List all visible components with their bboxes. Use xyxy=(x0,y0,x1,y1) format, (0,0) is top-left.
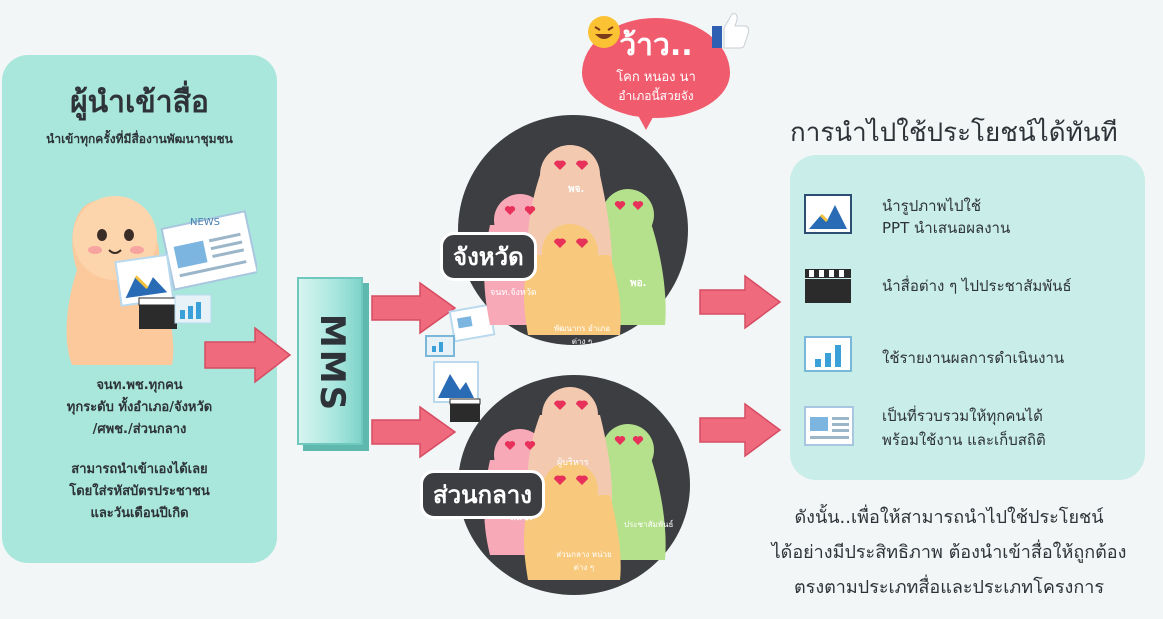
central-label-units: ส่วนกลาง หน่วยต่าง ๆ xyxy=(556,550,612,572)
importer-panel: ผู้นำเข้าสื่อ นำเข้าทุกครั้งที่มีสื่องาน… xyxy=(2,55,277,563)
importer-title: ผู้นำเข้าสื่อ xyxy=(70,85,209,120)
wow-speech-bubble: ว้าว.. โคก หนอง นา อำเภอนี้สวยจัง xyxy=(582,18,730,118)
conclusion-line1: ดังนั้น..เพื่อให้สามารถนำไปใช้ประโยชน์ xyxy=(794,507,1104,528)
news-label: NEWS xyxy=(190,217,220,228)
benefit-3-line1: ใช้รายงานผลการดำเนินงาน xyxy=(882,349,1065,367)
benefit-2-line1: นำสื่อต่าง ๆ ไปประชาสัมพันธ์ xyxy=(882,277,1072,295)
bubble-title: ว้าว.. xyxy=(619,28,693,63)
bubble-line1: โคก หนอง นา xyxy=(616,70,696,85)
importer-users-line3: /ศพช./ส่วนกลาง xyxy=(92,422,187,437)
benefits-panel: นำรูปภาพไปใช้ PPT นำเสนอผลงาน นำสื่อต่าง… xyxy=(790,155,1145,480)
conclusion-line2: ได้อย่างมีประสิทธิภาพ ต้องนำเข้าสื่อให้ถ… xyxy=(771,542,1127,563)
importer-howto-line1: สามารถนำเข้าเองได้เลย xyxy=(71,462,208,477)
floating-media-icons xyxy=(425,303,496,422)
arrow-importer-to-mms xyxy=(204,326,292,384)
province-label-pj: พจ. xyxy=(568,184,585,195)
mms-label: MMS xyxy=(312,313,352,413)
importer-subtitle: นำเข้าทุกครั้งที่มีสื่องานพัฒนาชุมชน xyxy=(46,132,233,146)
province-tag: จังหวัด xyxy=(440,232,537,281)
importer-users-line1: จนท.พช.ทุกคน xyxy=(96,378,183,393)
like-thumb-icon xyxy=(712,13,750,49)
mms-system-box: MMS xyxy=(297,277,363,445)
importer-howto-line3: และวันเดือนปีเกิด xyxy=(90,506,189,521)
province-label-officer: จนท.จังหวัด xyxy=(490,288,537,298)
benefits-title: การนำไปใช้ประโยชน์ได้ทันที xyxy=(790,118,1118,148)
arrow-central-to-use xyxy=(699,402,782,458)
province-label-developers: พัฒนากร อำเภอต่าง ๆ xyxy=(553,324,611,346)
province-label-po: พอ. xyxy=(630,278,647,289)
chart-image-icon xyxy=(804,194,852,234)
benefit-4-line2: พร้อมใช้งาน และเก็บสถิติ xyxy=(882,431,1046,449)
bar-chart-icon xyxy=(804,336,852,372)
central-tag: ส่วนกลาง xyxy=(420,470,545,519)
central-label-pr: ประชาสัมพันธ์ xyxy=(624,520,674,529)
importer-mascot-illustration: NEWS xyxy=(66,196,257,365)
importer-users-line2: ทุกระดับ ทั้งอำเภอ/จังหวัด xyxy=(66,400,213,415)
central-characters xyxy=(484,387,666,580)
bubble-line2: อำเภอนี้สวยจัง xyxy=(618,89,694,103)
benefit-4-line1: เป็นที่รวบรวมให้ทุกคนได้ xyxy=(882,407,1043,425)
arrow-province-to-use xyxy=(699,274,782,330)
clapperboard-icon xyxy=(805,269,851,303)
arrow-mms-to-central xyxy=(371,405,457,459)
laughing-emoji-icon xyxy=(588,16,620,48)
importer-howto-line2: โดยใส่รหัสบัตรประชาชน xyxy=(69,484,210,499)
conclusion-line3: ตรงตามประเภทสื่อและประเภทโครงการ xyxy=(793,577,1105,598)
benefit-1-line1: นำรูปภาพไปใช้ xyxy=(882,197,982,215)
newspaper-icon xyxy=(804,406,854,446)
bubble-tail xyxy=(634,108,658,130)
benefit-1-line2: PPT นำเสนอผลงาน xyxy=(882,219,1011,237)
central-label-executive: ผู้บริหาร xyxy=(557,458,589,468)
arrow-mms-to-province xyxy=(371,281,457,335)
